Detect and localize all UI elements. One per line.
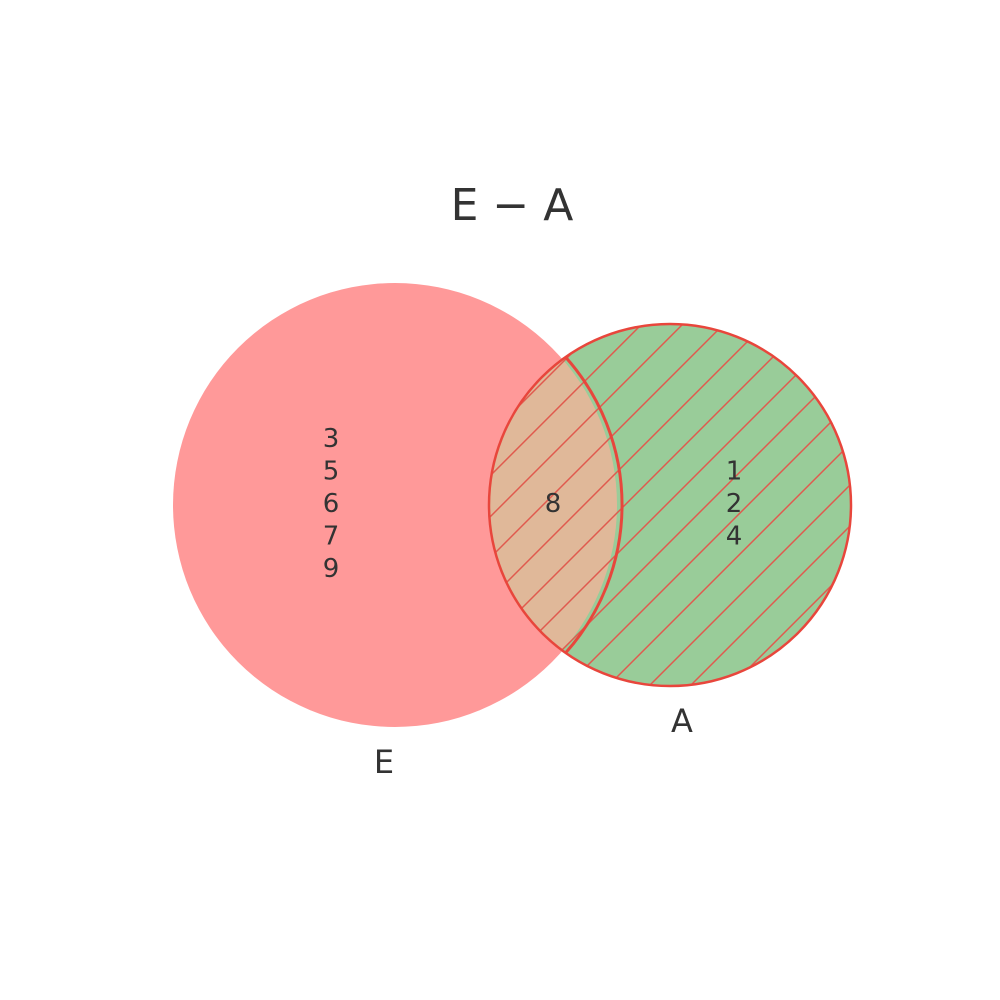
set-element: 1 bbox=[726, 457, 743, 487]
diagram-title: E − A bbox=[451, 180, 574, 231]
set-element: 6 bbox=[323, 489, 340, 519]
region-only-a: 124 bbox=[726, 457, 743, 552]
set-e-circle bbox=[173, 283, 617, 727]
set-element: 7 bbox=[323, 522, 340, 552]
set-element: 2 bbox=[726, 489, 743, 519]
set-a-hatch bbox=[489, 324, 851, 686]
set-e-inner-arc bbox=[564, 356, 624, 654]
set-a-outline bbox=[487, 322, 853, 688]
set-element: 9 bbox=[323, 554, 340, 584]
region-intersection: 8 bbox=[545, 489, 562, 519]
set-element: 4 bbox=[726, 522, 743, 552]
set-element: 5 bbox=[323, 457, 340, 487]
set-element: 3 bbox=[323, 424, 340, 454]
set-a-label: A bbox=[671, 702, 693, 740]
set-element: 8 bbox=[545, 489, 562, 519]
set-e-label: E bbox=[374, 743, 394, 781]
